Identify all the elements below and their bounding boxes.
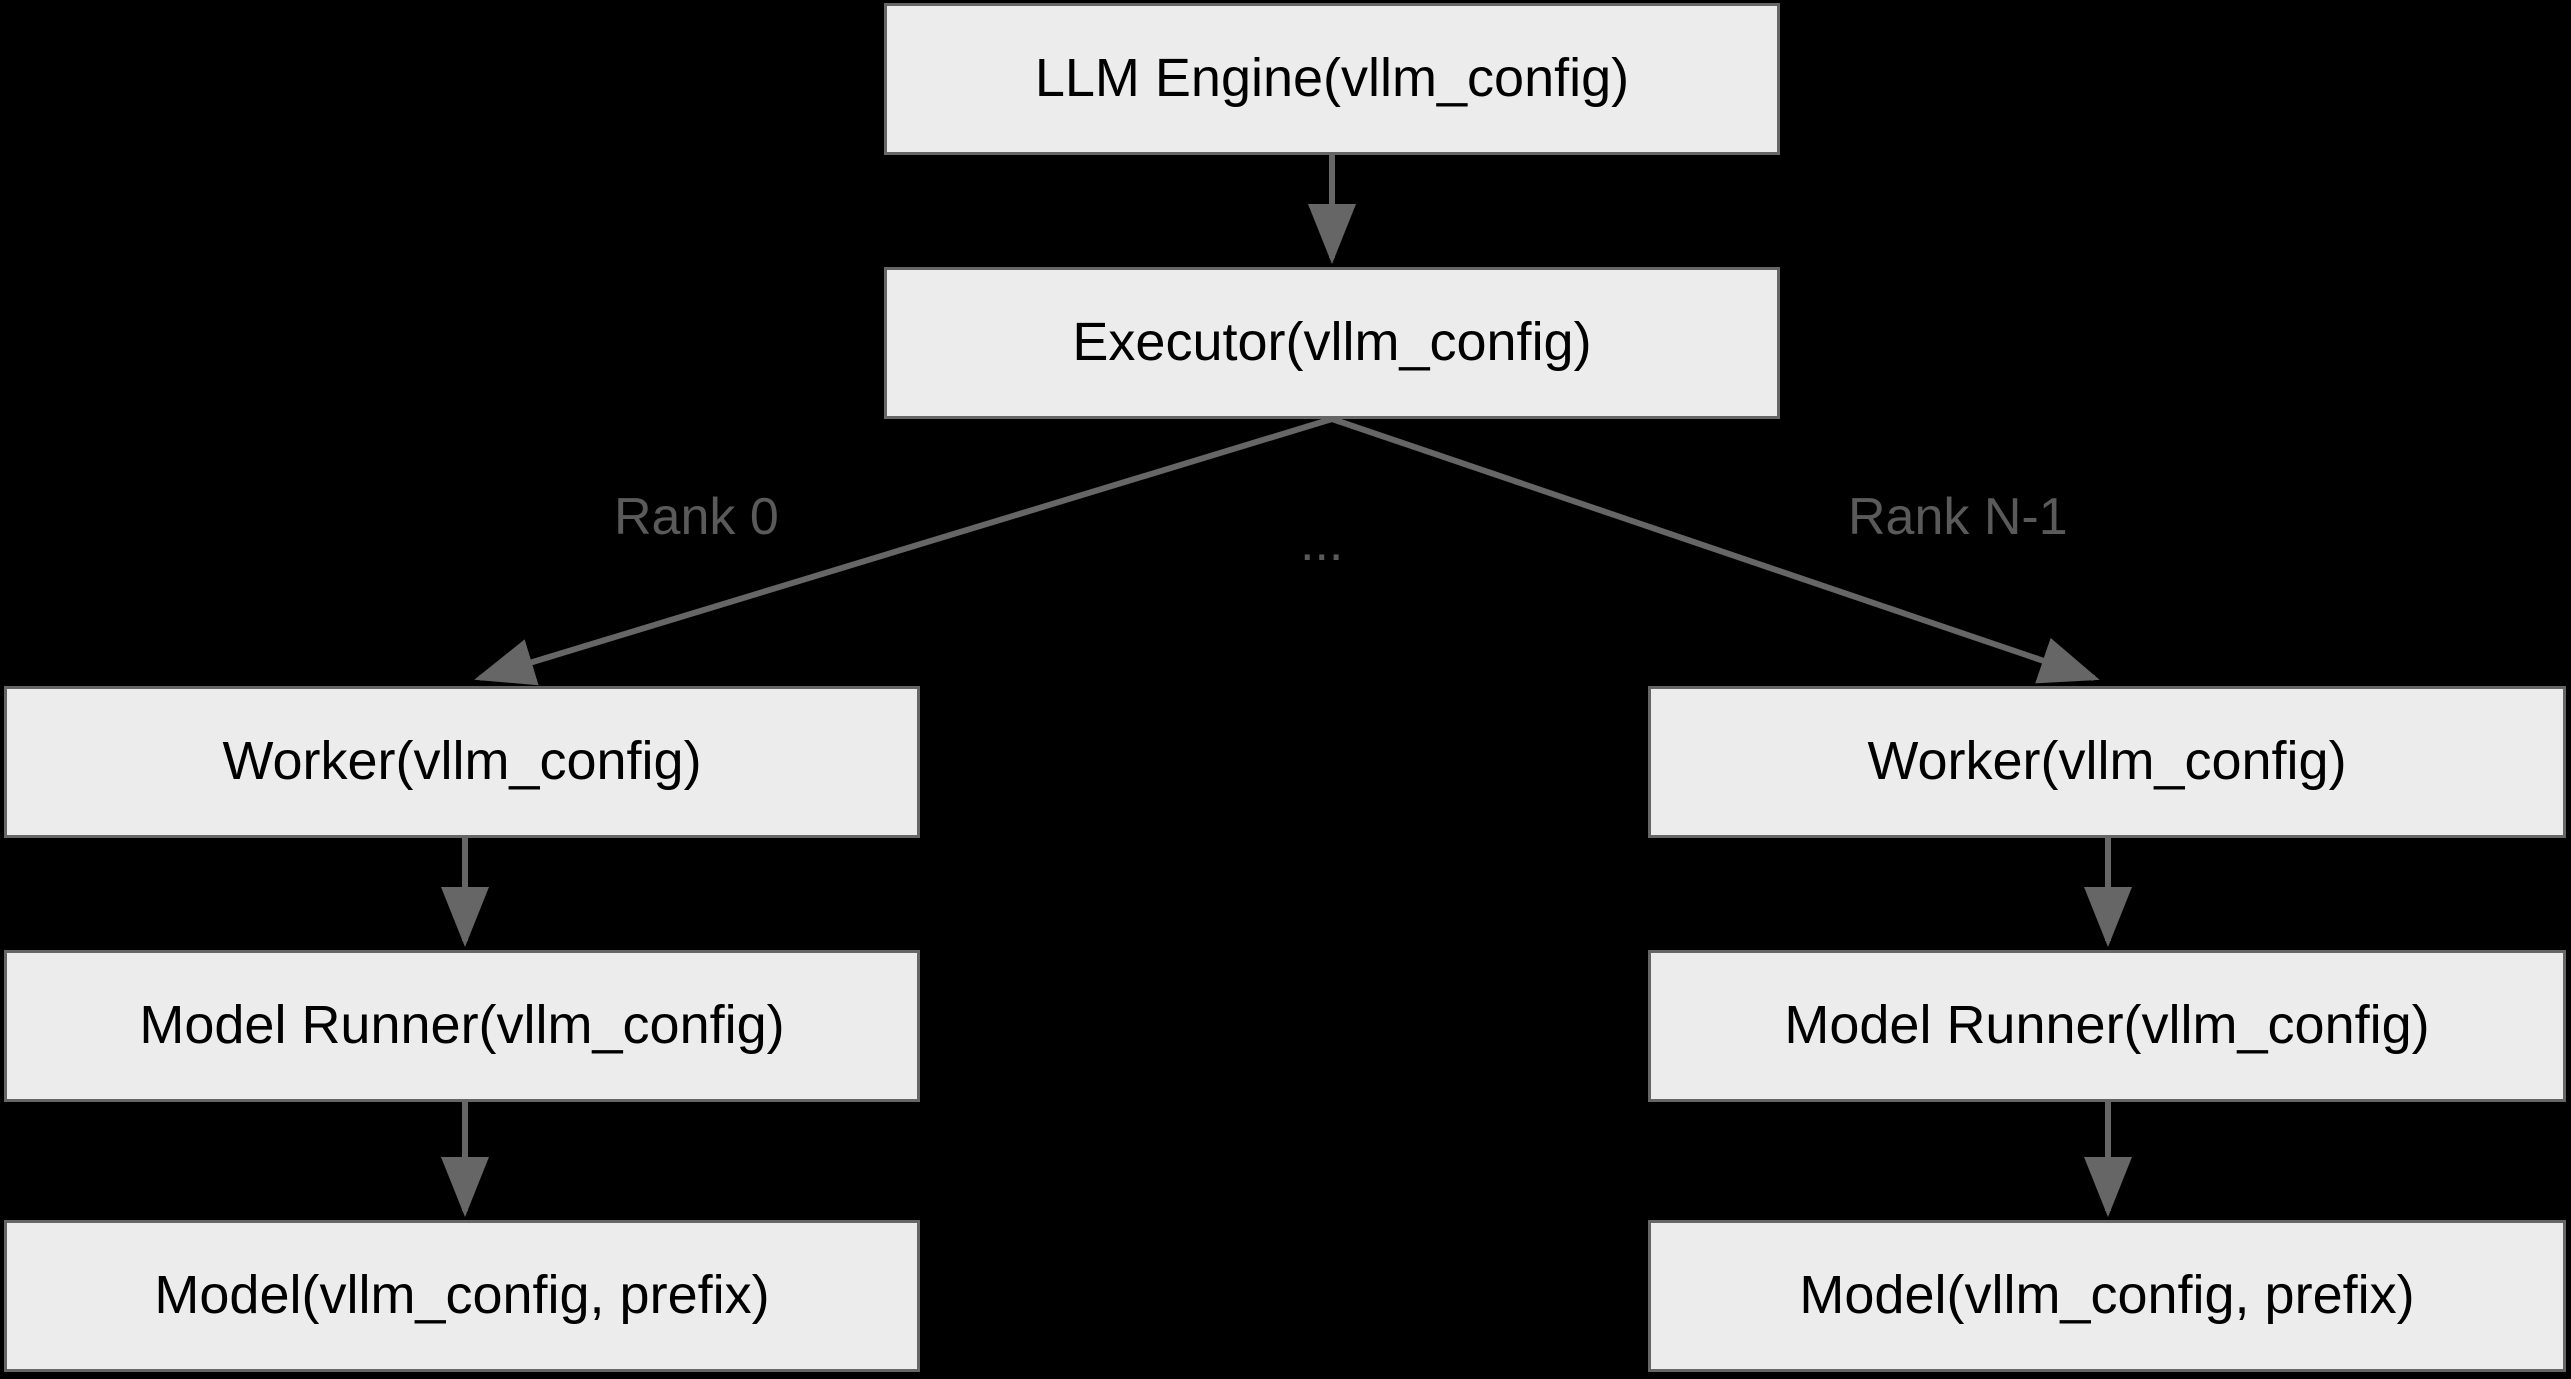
edge-executor-to-worker-rank-n [1331,416,2100,684]
node-worker-rank-0-label: Worker(vllm_config) [222,731,702,792]
node-model-runner-rank-n[interactable]: Model Runner(vllm_config) [1648,950,2566,1102]
node-llm-engine-label: LLM Engine(vllm_config) [1034,48,1630,109]
node-worker-rank-n[interactable]: Worker(vllm_config) [1648,686,2566,838]
node-executor-label: Executor(vllm_config) [1072,312,1592,373]
node-model-rank-0[interactable]: Model(vllm_config, prefix) [4,1220,920,1372]
node-executor[interactable]: Executor(vllm_config) [884,267,1780,419]
node-model-runner-rank-0-label: Model Runner(vllm_config) [139,995,785,1056]
edge-label-rank-n: Rank N-1 [1848,488,2068,546]
edge-label-ellipsis: ... [1300,514,1344,572]
node-model-runner-rank-0[interactable]: Model Runner(vllm_config) [4,950,920,1102]
node-worker-rank-n-label: Worker(vllm_config) [1867,731,2347,792]
node-model-rank-n[interactable]: Model(vllm_config, prefix) [1648,1220,2566,1372]
edge-label-rank-0: Rank 0 [614,488,779,546]
node-worker-rank-0[interactable]: Worker(vllm_config) [4,686,920,838]
node-model-rank-0-label: Model(vllm_config, prefix) [154,1265,770,1326]
edge-executor-to-worker-rank-0 [474,416,1333,686]
node-model-rank-n-label: Model(vllm_config, prefix) [1799,1265,2415,1326]
node-model-runner-rank-n-label: Model Runner(vllm_config) [1784,995,2430,1056]
node-llm-engine[interactable]: LLM Engine(vllm_config) [884,3,1780,155]
